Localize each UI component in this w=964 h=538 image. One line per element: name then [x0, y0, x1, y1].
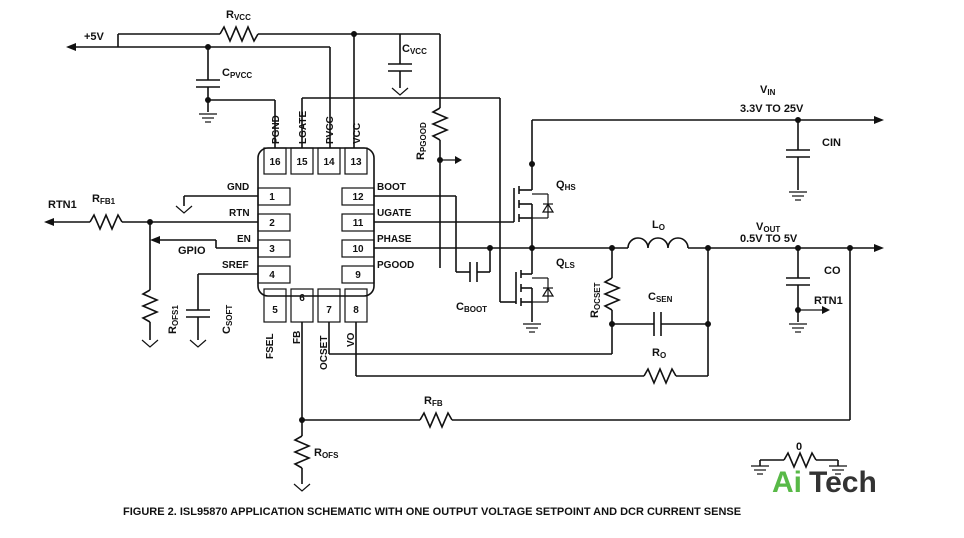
zero-ohm-resistor — [750, 450, 848, 475]
vin-range: 3.3V TO 25V — [740, 103, 804, 115]
cin-label: CIN — [822, 137, 841, 149]
cpvcc-capacitor — [196, 47, 220, 123]
rpgood-resistor — [430, 34, 462, 268]
gpio-label: GPIO — [178, 245, 206, 257]
qhs-label: QHS — [556, 179, 576, 192]
lo-inductor — [627, 237, 689, 249]
cin-capacitor — [786, 117, 810, 201]
svg-text:VO: VO — [346, 332, 357, 347]
svg-text:UGATE: UGATE — [377, 208, 412, 219]
svg-text:PGOOD: PGOOD — [377, 260, 414, 271]
cvcc-label: CVCC — [402, 43, 427, 56]
svg-text:PHASE: PHASE — [377, 234, 412, 245]
svg-text:4: 4 — [269, 270, 275, 281]
svg-text:9: 9 — [355, 270, 361, 281]
cpvcc-label: CPVCC — [222, 67, 252, 80]
svg-text:VCC: VCC — [352, 123, 363, 144]
rofs-resistor — [292, 424, 312, 492]
svg-text:12: 12 — [352, 192, 364, 203]
svg-text:EN: EN — [237, 234, 251, 245]
plus5v-label: +5V — [84, 31, 105, 43]
plus5v-rail — [66, 24, 400, 51]
csoft-label: CSOFT — [221, 305, 234, 334]
chip-right-pins: 12 11 10 9 BOOT UGATE PHASE PGOOD — [341, 182, 414, 284]
svg-text:Ai: Ai — [772, 466, 802, 499]
svg-text:11: 11 — [353, 218, 364, 229]
qhs-mosfet — [513, 120, 555, 248]
rtn1-right-label: RTN1 — [814, 295, 843, 307]
zero-label: 0 — [796, 441, 802, 453]
csen-label: CSEN — [648, 291, 673, 304]
svg-text:LGATE: LGATE — [298, 111, 309, 144]
svg-text:7: 7 — [326, 305, 332, 316]
rocset-resistor — [602, 248, 622, 354]
svg-text:PGND: PGND — [271, 115, 282, 144]
vout-label: VOUT — [756, 221, 780, 234]
svg-text:16: 16 — [269, 157, 281, 168]
svg-text:BOOT: BOOT — [377, 182, 406, 193]
svg-text:OCSET: OCSET — [319, 336, 330, 370]
svg-text:RTN: RTN — [229, 208, 250, 219]
rfb1-label: RFB1 — [92, 193, 116, 206]
co-capacitor — [786, 248, 830, 333]
qls-label: QLS — [556, 257, 575, 270]
svg-text:GND: GND — [227, 182, 249, 193]
chip-bottom-pins: 5 6 7 8 FSEL FB OCSET VO — [263, 288, 368, 370]
svg-text:5: 5 — [272, 305, 278, 316]
qls-mosfet — [515, 248, 555, 333]
chip-left-pins: 1 2 3 4 GND RTN EN SREF — [222, 182, 291, 284]
svg-text:FSEL: FSEL — [265, 333, 276, 359]
cboot-label: CBOOT — [456, 301, 487, 314]
rofs-label: ROFS — [314, 447, 339, 460]
svg-text:SREF: SREF — [222, 260, 249, 271]
ro-label: RO — [652, 347, 666, 360]
svg-text:15: 15 — [296, 157, 308, 168]
svg-text:1: 1 — [269, 192, 275, 203]
svg-text:13: 13 — [350, 157, 362, 168]
csen-capacitor — [612, 248, 711, 376]
svg-text:6: 6 — [299, 293, 305, 304]
aitech-watermark: Ai Tech — [772, 466, 877, 499]
svg-text:3: 3 — [269, 244, 275, 255]
svg-text:8: 8 — [353, 305, 359, 316]
svg-text:PVCC: PVCC — [325, 116, 336, 144]
rtn1-left-label: RTN1 — [48, 199, 77, 211]
rfb-label: RFB — [424, 395, 443, 408]
svg-text:14: 14 — [323, 157, 335, 168]
rocset-label: ROCSET — [589, 282, 602, 318]
cvcc-capacitor — [388, 34, 412, 96]
svg-text:Tech: Tech — [809, 466, 877, 499]
lo-label: LO — [652, 219, 665, 232]
svg-text:2: 2 — [269, 218, 275, 229]
rpgood-label: RPGOOD — [415, 122, 428, 160]
co-label: CO — [824, 265, 841, 277]
vout-range: 0.5V TO 5V — [740, 233, 798, 245]
rvcc-label: RVCC — [226, 9, 251, 22]
figure-caption: FIGURE 2. ISL95870 APPLICATION SCHEMATIC… — [123, 506, 741, 518]
chip-top-pins: 16 15 14 13 PGND LGATE PVCC VCC — [263, 111, 368, 175]
svg-text:FB: FB — [292, 331, 303, 344]
vin-label: VIN — [760, 84, 776, 97]
svg-text:10: 10 — [352, 244, 364, 255]
rofs1-label: ROFS1 — [167, 305, 180, 334]
